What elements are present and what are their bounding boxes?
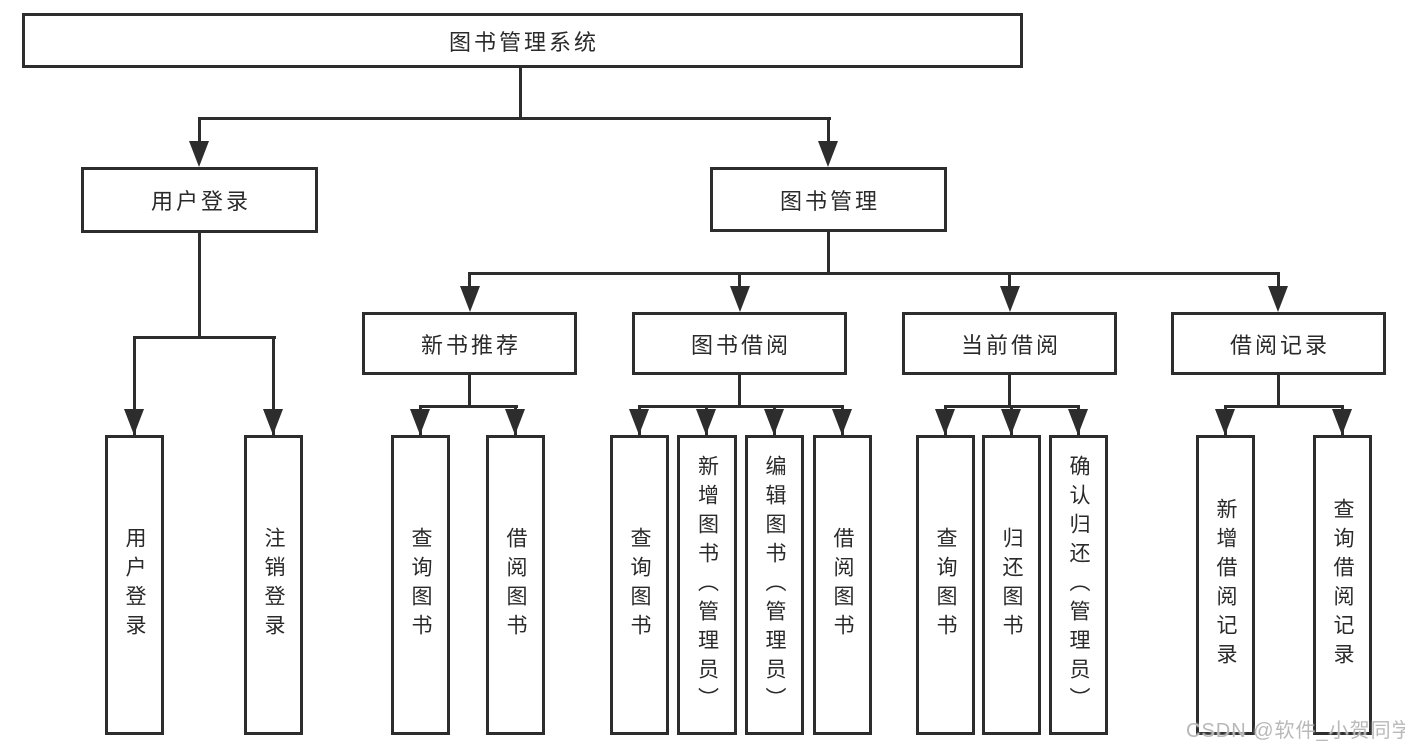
arrow-down-icon (696, 409, 716, 435)
leaf-label: 新增图书（管理员） (695, 454, 719, 716)
arrow-down-icon (189, 141, 209, 167)
arrow-down-icon (1068, 409, 1088, 435)
connector-line (738, 274, 741, 287)
connector-line (468, 272, 1280, 275)
leaf-user-login: 用户登录 (105, 435, 164, 735)
connector-line (133, 336, 276, 339)
node-book-management: 图书管理 (710, 167, 947, 232)
connector-line (198, 118, 201, 142)
arrow-down-icon (1268, 286, 1288, 312)
leaf-label: 查询借阅记录 (1331, 498, 1354, 672)
arrow-down-icon (629, 409, 649, 435)
leaf-label: 查询图书 (409, 527, 432, 643)
arrow-down-icon (1001, 409, 1021, 435)
connector-line (468, 274, 471, 287)
leaf-query-book-recommend: 查询图书 (391, 435, 450, 735)
leaf-confirm-return-admin: 确认归还（管理员） (1049, 435, 1108, 735)
node-book-borrowing: 图书借阅 (632, 312, 847, 375)
arrow-down-icon (764, 409, 784, 435)
connector-line (1008, 274, 1011, 287)
connector-line (1277, 274, 1280, 287)
connector-line (944, 405, 1080, 408)
leaf-label: 归还图书 (1000, 527, 1023, 643)
node-book-management-label: 图书管理 (779, 188, 880, 214)
leaf-label: 确认归还（管理员） (1067, 454, 1090, 716)
node-book-borrowing-label: 图书借阅 (690, 332, 791, 358)
leaf-borrow-book-recommend: 借阅图书 (486, 435, 545, 735)
connector-line (1224, 405, 1344, 408)
arrow-down-icon (263, 409, 283, 435)
arrow-down-icon (1332, 409, 1352, 435)
node-root-label: 图书管理系统 (448, 29, 599, 55)
leaf-logout: 注销登录 (244, 435, 303, 735)
arrow-down-icon (505, 409, 525, 435)
leaf-query-book-borrowing: 查询图书 (610, 435, 669, 735)
leaf-borrow-book: 借阅图书 (813, 435, 872, 735)
connector-line (738, 375, 741, 407)
leaf-label: 新增借阅记录 (1214, 498, 1237, 672)
connector-line (198, 117, 831, 120)
leaf-label: 编辑图书（管理员） (763, 454, 786, 716)
arrow-down-icon (730, 286, 750, 312)
node-current-borrowing: 当前借阅 (902, 312, 1117, 375)
node-root: 图书管理系统 (22, 13, 1023, 68)
leaf-return-book: 归还图书 (982, 435, 1041, 735)
connector-line (1008, 375, 1011, 407)
arrow-down-icon (935, 409, 955, 435)
connector-line (468, 375, 471, 407)
node-borrow-records-label: 借阅记录 (1229, 332, 1330, 358)
node-user-login-label: 用户登录 (150, 189, 251, 214)
connector-line (419, 405, 518, 408)
node-new-book-recommend: 新书推荐 (362, 312, 577, 375)
leaf-label: 用户登录 (123, 527, 146, 643)
arrow-down-icon (410, 409, 430, 435)
connector-line (827, 232, 830, 274)
node-current-borrowing-label: 当前借阅 (960, 332, 1061, 358)
leaf-query-borrow-record: 查询借阅记录 (1313, 435, 1372, 735)
arrow-down-icon (1000, 286, 1020, 312)
connector-line (198, 233, 201, 339)
csdn-watermark: CSDN @软件_小贺同学 (1186, 720, 1405, 742)
arrow-down-icon (818, 141, 838, 167)
connector-line (272, 338, 275, 435)
leaf-query-book-current: 查询图书 (916, 435, 975, 735)
leaf-label: 注销登录 (262, 527, 285, 643)
node-new-book-recommend-label: 新书推荐 (420, 332, 521, 358)
node-borrow-records: 借阅记录 (1171, 312, 1386, 375)
arrow-down-icon (124, 409, 144, 435)
connector-line (638, 405, 844, 408)
leaf-label: 查询图书 (934, 527, 957, 643)
node-user-login: 用户登录 (81, 167, 318, 233)
connector-line (519, 68, 522, 118)
arrow-down-icon (832, 409, 852, 435)
leaf-add-borrow-record: 新增借阅记录 (1196, 435, 1255, 735)
leaf-label: 借阅图书 (831, 527, 854, 643)
connector-line (827, 118, 830, 142)
arrow-down-icon (460, 286, 480, 312)
leaf-label: 查询图书 (628, 527, 651, 643)
leaf-label: 借阅图书 (504, 527, 527, 643)
connector-line (133, 338, 136, 435)
connector-line (1277, 375, 1280, 407)
leaf-edit-book-admin: 编辑图书（管理员） (745, 435, 804, 735)
arrow-down-icon (1215, 409, 1235, 435)
leaf-add-book-admin: 新增图书（管理员） (677, 435, 737, 735)
